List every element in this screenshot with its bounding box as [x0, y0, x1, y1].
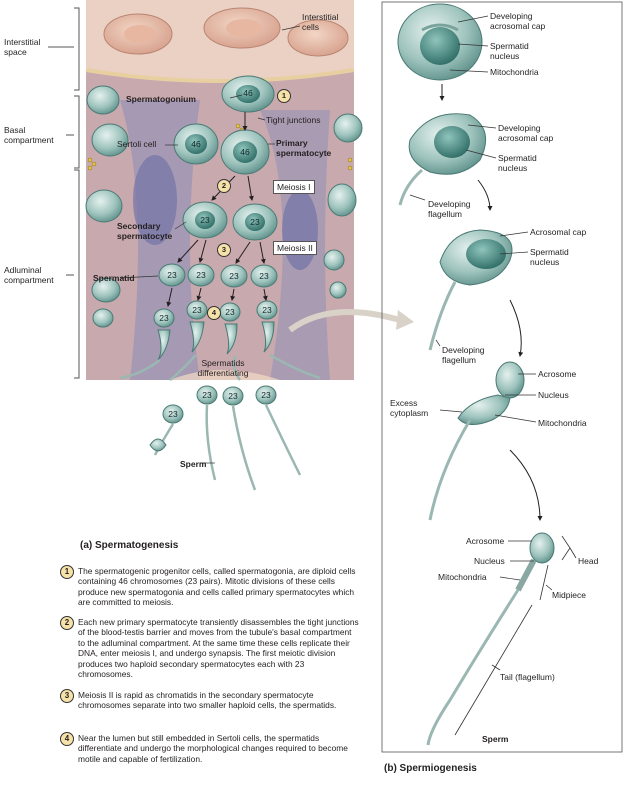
chromosome-count-diff-4: 23	[262, 305, 272, 315]
label-acrosome-2: Acrosome	[466, 536, 505, 546]
label-meiosis-1: Meiosis I	[273, 180, 315, 194]
label-mitochondria-1: Mitochondria	[490, 67, 539, 77]
step-3-text: Meiosis II is rapid as chromatids in the…	[78, 690, 337, 711]
step-3-number: 3	[60, 689, 74, 703]
chromosome-count-sperm-2: 23	[228, 391, 238, 401]
label-adluminal-compartment: Adluminal compartment	[4, 265, 54, 285]
label-interstitial-space: Interstitial space	[4, 37, 41, 57]
chromosome-count-spermatid-2: 23	[196, 270, 206, 280]
label-primary-spermatocyte: Primary spermatocyte	[276, 138, 332, 158]
label-spermatid-nucleus-2: Spermatid nucleus	[498, 153, 537, 173]
step-1-text: The spermatogenic progenitor cells, call…	[78, 566, 356, 608]
label-developing-flagellum-2: Developing flagellum	[442, 345, 485, 365]
label-acrosome-1: Acrosome	[538, 369, 577, 379]
step-1: 1 The spermatogenic progenitor cells, ca…	[60, 565, 360, 608]
chromosome-count-spermatid-4: 23	[259, 271, 269, 281]
step-2-text: Each new primary spermatocyte transientl…	[78, 617, 359, 680]
label-developing-acrosomal-cap-2: Developing acrosomal cap	[498, 123, 554, 143]
label-spermatid-nucleus-1: Spermatid nucleus	[490, 41, 529, 61]
chromosome-count-sperm-1: 23	[202, 390, 212, 400]
label-secondary-spermatocyte: Secondary spermatocyte	[117, 221, 173, 241]
label-head: Head	[578, 556, 599, 566]
label-midpiece: Midpiece	[552, 590, 587, 600]
chromosome-count-secondary-left: 23	[200, 215, 210, 225]
step-2-number: 2	[60, 616, 74, 630]
chromosome-count-diff-3: 23	[225, 307, 235, 317]
label-spermatogonium: Spermatogonium	[126, 94, 196, 104]
label-spermatid-nucleus-3: Spermatid nucleus	[530, 247, 569, 267]
chromosome-count-spermatogonium: 46	[243, 88, 253, 98]
compartment-brackets	[48, 7, 80, 379]
label-spermatids-differentiating: Spermatids differentiating	[197, 358, 249, 378]
step-marker-2: 2	[217, 179, 231, 193]
label-tail-flagellum: Tail (flagellum)	[500, 672, 555, 682]
step-4: 4 Near the lumen but still embedded in S…	[60, 732, 360, 764]
label-sertoli-cell: Sertoli cell	[117, 139, 157, 149]
label-developing-flagellum-1: Developing flagellum	[428, 199, 471, 219]
panel-b-frame	[381, 1, 623, 753]
label-tight-junctions: Tight junctions	[266, 115, 321, 125]
chromosome-count-spermatid-3: 23	[229, 271, 239, 281]
label-sperm-final: Sperm	[482, 734, 509, 744]
label-nucleus-1: Nucleus	[538, 390, 569, 400]
label-mitochondria-3: Mitochondria	[438, 572, 487, 582]
chromosome-count-primary: 46	[240, 147, 250, 157]
chromosome-count-sperm-3: 23	[261, 390, 271, 400]
label-excess-cytoplasm: Excess cytoplasm	[390, 398, 429, 418]
step-1-number: 1	[60, 565, 74, 579]
label-acrosomal-cap: Acrosomal cap	[530, 227, 587, 237]
label-nucleus-2: Nucleus	[474, 556, 505, 566]
label-mitochondria-2: Mitochondria	[538, 418, 587, 428]
chromosome-count-spermatid-1: 23	[167, 270, 177, 280]
step-marker-1: 1	[277, 89, 291, 103]
chromosome-count-diff-2: 23	[192, 305, 202, 315]
step-3: 3 Meiosis II is rapid as chromatids in t…	[60, 689, 360, 711]
chromosome-count-diff-1: 23	[159, 313, 169, 323]
chromosome-count-sperm-4: 23	[168, 409, 178, 419]
step-4-number: 4	[60, 732, 74, 746]
label-developing-acrosomal-cap-1: Developing acrosomal cap	[490, 11, 546, 31]
label-spermatid: Spermatid	[93, 273, 135, 283]
chromosome-count-basal-cell: 46	[191, 139, 201, 149]
step-2: 2 Each new primary spermatocyte transien…	[60, 616, 360, 680]
label-basal-compartment: Basal compartment	[4, 125, 54, 145]
step-marker-3: 3	[217, 243, 231, 257]
panel-b-caption: (b) Spermiogenesis	[384, 763, 477, 774]
panel-a-caption: (a) Spermatogenesis	[80, 540, 179, 551]
step-4-text: Near the lumen but still embedded in Ser…	[78, 733, 348, 764]
spermiogenesis-stages	[397, 3, 577, 746]
label-meiosis-2: Meiosis II	[273, 241, 317, 255]
step-marker-4: 4	[207, 306, 221, 320]
label-sperm: Sperm	[180, 459, 207, 469]
chromosome-count-secondary-right: 23	[250, 217, 260, 227]
label-interstitial-cells: Interstitial cells	[302, 12, 339, 32]
